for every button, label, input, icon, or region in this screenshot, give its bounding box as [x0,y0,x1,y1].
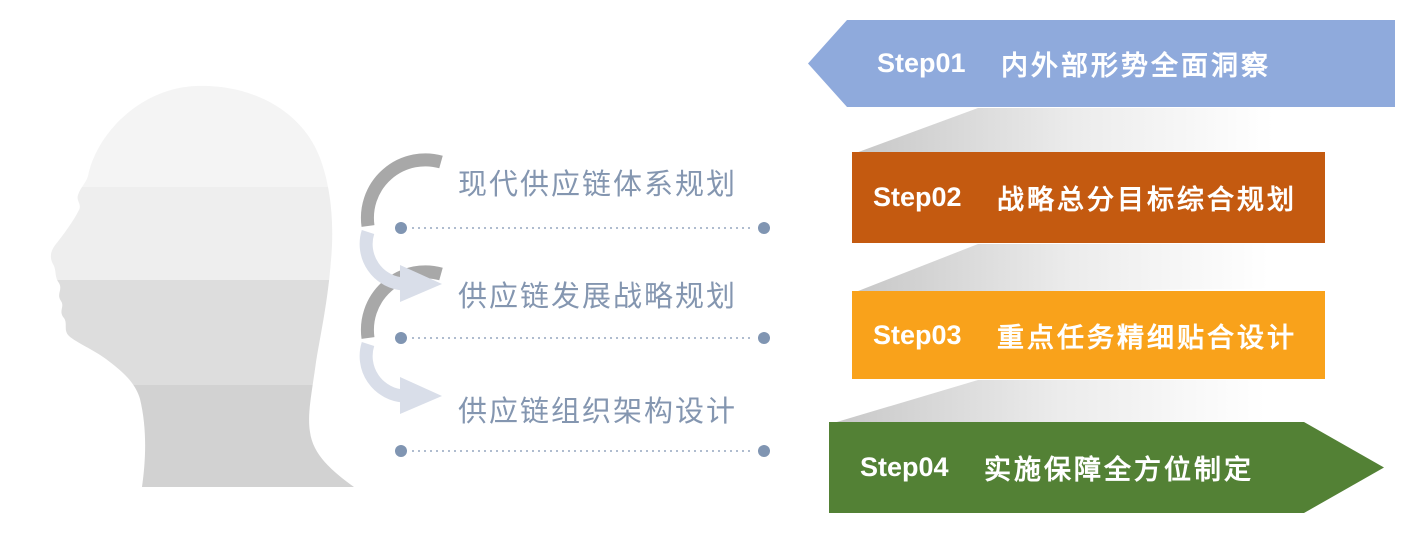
curved-arrow-icon [359,153,443,414]
dotted-line [395,222,770,457]
step-number: Step04 [860,452,949,482]
step-banner-1: Step01 内外部形势全面洞察 [808,20,1395,107]
planning-label-development-strategy: 供应链发展战略规划 [458,281,738,313]
step-number: Step01 [877,48,966,78]
head-silhouette-icon [50,85,355,487]
step-number: Step02 [873,182,962,212]
step-title: 实施保障全方位制定 [984,455,1254,485]
step-title: 重点任务精细贴合设计 [997,322,1297,353]
step-banner-2: Step02 战略总分目标综合规划 [852,152,1325,243]
step-number: Step03 [873,319,962,350]
step-title: 战略总分目标综合规划 [997,185,1297,215]
planning-label-modern-supply-chain: 现代供应链体系规划 [458,169,738,201]
step-banner-3: Step03 重点任务精细贴合设计 [852,291,1325,379]
ribbon-shadow [830,108,1348,424]
step-banner-4: Step04 实施保障全方位制定 [829,422,1384,513]
planning-label-organization-design: 供应链组织架构设计 [458,396,738,428]
step-title: 内外部形势全面洞察 [1001,51,1271,81]
